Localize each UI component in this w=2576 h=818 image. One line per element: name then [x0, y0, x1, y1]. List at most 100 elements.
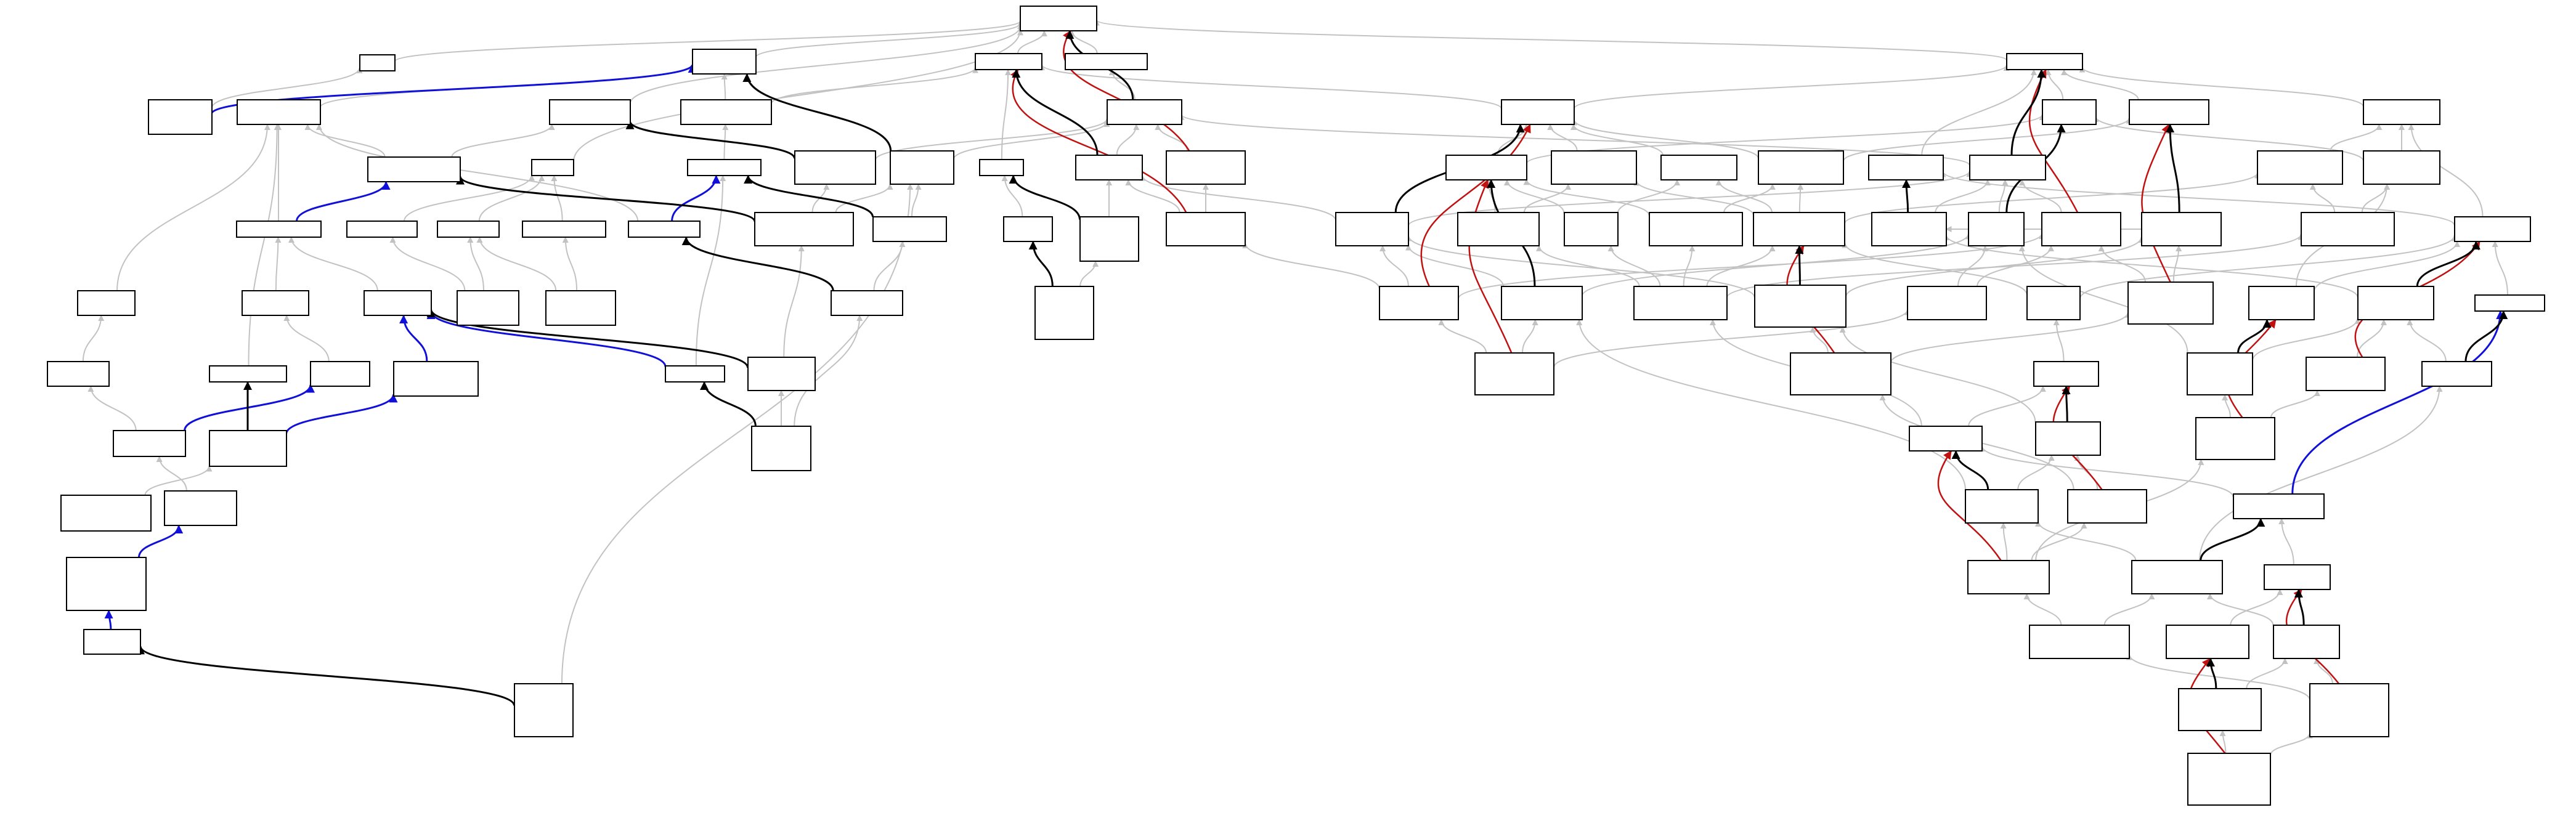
- go-term-negative-regulation-of-rna-metabolic-process[interactable]: negative regulationof RNA metabolicproce…: [2067, 489, 2147, 524]
- go-term-cellular-developmental-process[interactable]: cellular developmentalprocess: [680, 99, 772, 125]
- go-term-gene-expression[interactable]: gene expression: [2474, 294, 2545, 312]
- go-term-sensory-system-development[interactable]: sensory systemdevelopment: [242, 290, 309, 316]
- go-term-regulation-of-neurogenesis[interactable]: regulation ofneurogenesisZfishdmbx1admbx…: [751, 426, 811, 471]
- go-term-cellular-process[interactable]: cellular process: [975, 53, 1042, 70]
- go-term-midbrain-development[interactable]: midbrain developmentZfishdmbx1admbx1b: [60, 495, 152, 532]
- go-term-negative-regulation-of-macromolecule-biosynthetic-process[interactable]: negative regulationof macromoleculebiosy…: [2195, 417, 2275, 460]
- go-term-regulation-of-mitotic-cell-cycle[interactable]: regulation ofmitotic cellcycleZfishdmbx1…: [1034, 286, 1094, 340]
- go-term-rna-metabolic-process[interactable]: RNA metabolicprocess: [2033, 361, 2099, 387]
- go-term-cellular-nitrogen-compound-metabolic-process[interactable]: cellular nitrogencompound metabolicproce…: [1758, 150, 1844, 185]
- go-term-cell-development[interactable]: cell development: [628, 221, 701, 238]
- go-term-organic-substance-biosynthetic-process[interactable]: organic substancebiosyntheticprocess: [2363, 150, 2440, 185]
- go-term-regulation-of-primary-metabolic-process[interactable]: regulation ofprimary metabolicprocess: [1871, 212, 1947, 246]
- go-term-regulation-of-nucleic-acid-templated-transcription[interactable]: regulation ofnucleic acid-templatedtrans…: [2131, 560, 2223, 594]
- go-term-biological-regulation[interactable]: biological regulation: [1065, 53, 1148, 70]
- go-term-heterocycle-biosynthetic-process[interactable]: heterocyclebiosyntheticprocess: [1564, 212, 1619, 246]
- go-term-adult-locomotory-behavior[interactable]: adult locomotorybehaviorMouseDmbx1: [545, 290, 616, 326]
- go-term-transcription-by-rna-polymerase-ii[interactable]: transcriptionby RNA polymeraseII: [2166, 625, 2249, 659]
- go-term-retina-development-in-camera-type-eye[interactable]: retina developmentin camera-typeeyeZfish…: [66, 557, 147, 611]
- go-term-negative-regulation-of-rna-biosynthetic-process[interactable]: negative regulationof RNA biosyntheticpr…: [1967, 560, 2050, 594]
- go-term-negative-regulation-of-cellular-process[interactable]: negative regulationof cellularprocess: [1166, 212, 1246, 246]
- go-term-regulation-of-developmental-process[interactable]: regulation ofdevelopmentalprocess: [890, 150, 954, 185]
- go-term-adult-feeding-behavior[interactable]: adult feedingbehaviorMouseDmbx1: [457, 290, 519, 326]
- go-term-developmental-growth[interactable]: developmentalgrowthMouseDmbx1: [148, 99, 213, 135]
- go-term-nucleobase-containing-compound-metabolic-process[interactable]: nucleobase-containingcompound metabolicp…: [1753, 212, 1845, 246]
- go-term-negative-regulation-of-nucleobase-containing-compound-metabolic-process[interactable]: negative regulationof nucleobase-contain…: [1790, 352, 1891, 395]
- go-term-locomotory-behavior[interactable]: locomotory behavior: [522, 221, 606, 238]
- go-term-heterocycle-metabolic-process[interactable]: heterocyclemetabolic process: [1660, 155, 1737, 180]
- go-term-cell-differentiation[interactable]: cell differentiation: [687, 159, 762, 176]
- go-term-regulation-of-cell-cycle[interactable]: regulation ofcell cycleZfishdmbx1admbx1b: [1079, 216, 1139, 262]
- go-term-growth[interactable]: growth: [359, 54, 396, 71]
- go-term-camera-type-eye-development[interactable]: camera-typeeye developmentZfishdmbx1a: [164, 490, 237, 526]
- go-term-negative-regulation-of-biosynthetic-process[interactable]: negative regulationof biosyntheticproces…: [1907, 286, 1987, 320]
- go-term-negative-regulation-of-biological-process[interactable]: negative regulationof biologicalprocess: [1166, 150, 1246, 185]
- go-term-head-development[interactable]: head development: [209, 365, 287, 383]
- go-term-adult-behavior[interactable]: adult behavior: [437, 221, 500, 238]
- go-term-eye-development[interactable]: eye developmentZfishdmbx1a: [113, 430, 186, 457]
- go-term-negative-regulation-of-cellular-biosynthetic-process[interactable]: negative regulationof cellularbiosynthet…: [1474, 352, 1554, 395]
- go-term-regulation-of-multicellular-organismal-development[interactable]: regulation ofmulticellularorganismal dev…: [754, 212, 854, 246]
- go-term-cellular-aromatic-compound-metabolic-process[interactable]: cellular aromaticcompound metabolicproce…: [1551, 150, 1637, 185]
- go-term-regulation-of-dna-templated-transcription[interactable]: regulation ofDNA-templatedtranscription: [2273, 625, 2340, 659]
- go-term-negative-regulation-of-metabolic-process[interactable]: negative regulationof metabolicprocess: [2041, 212, 2121, 246]
- go-term-organic-substance-metabolic-process[interactable]: organic substancemetabolic process: [2363, 99, 2440, 125]
- go-term-regulation-of-nucleobase-containing-compound-metabolic-process[interactable]: regulation ofnucleobase-containingcompou…: [1754, 285, 1847, 328]
- go-term-negative-regulation-of-macromolecule-metabolic-process[interactable]: negative regulationof macromoleculemetab…: [2306, 357, 2386, 391]
- go-term-regulation-of-macromolecule-metabolic-process[interactable]: regulation ofmacromoleculemetabolic proc…: [2357, 286, 2434, 320]
- go-term-organic-cyclic-compound-biosynthetic-process[interactable]: organic cycliccompound biosyntheticproce…: [2301, 212, 2395, 246]
- go-term-regulation-of-cellular-metabolic-process[interactable]: regulation ofcellular metabolicprocess: [1335, 212, 1409, 246]
- go-term-cellular-biosynthetic-process[interactable]: cellular biosyntheticprocess: [1445, 155, 1527, 180]
- go-term-regulation-of-neural-retina-development[interactable]: regulation ofneural retinadevelopmentZfi…: [514, 683, 574, 737]
- go-term-multicellular-organismal-process[interactable]: multicellularorganismal process: [549, 99, 631, 125]
- go-term-cellular-metabolic-process[interactable]: cellular metabolicprocess: [1501, 99, 1575, 125]
- go-term-biosynthetic-process[interactable]: biosyntheticprocess: [2042, 99, 2097, 125]
- go-term-feeding-behavior[interactable]: feeding behavior: [346, 221, 418, 238]
- go-term-metabolic-process[interactable]: metabolic process: [2006, 53, 2083, 70]
- go-term-nervous-system-development[interactable]: nervous systemdevelopment: [364, 290, 432, 316]
- go-term-cell-cycle[interactable]: cell cycle: [979, 159, 1024, 176]
- go-term-regulation-of-biological-process[interactable]: regulation ofbiological process: [1107, 99, 1182, 125]
- go-term-mitotic-cell-cycle[interactable]: mitotic cellcycle: [1003, 216, 1053, 242]
- go-term-regulation-of-transcription-by-rna-polymerase-ii[interactable]: regulation oftranscriptionby RNA polymer…: [2178, 688, 2262, 731]
- go-term-regulation-of-rna-biosynthetic-process[interactable]: regulation ofRNA biosyntheticprocess: [1965, 489, 2039, 524]
- go-term-regulation-of-cellular-biosynthetic-process[interactable]: regulation ofcellular biosyntheticproces…: [1501, 286, 1583, 320]
- go-term-negative-regulation-of-nucleic-acid-templated-transcription[interactable]: negative regulationof nucleic acid-templ…: [2029, 625, 2130, 659]
- go-term-regulation-of-biosynthetic-process[interactable]: regulation ofbiosyntheticprocess: [1968, 212, 2025, 246]
- go-term-regulation-of-multicellular-organismal-process[interactable]: regulation ofmulticellularorganismal pro…: [794, 150, 876, 185]
- go-term-multicellular-organism-development[interactable]: multicellularorganism development: [367, 156, 461, 182]
- go-term-neural-retina-development[interactable]: neural retinadevelopment: [83, 629, 141, 655]
- go-term-neurogenesis[interactable]: neurogenesis: [665, 365, 725, 383]
- go-term-aromatic-compound-biosynthetic-process[interactable]: aromatic compoundbiosyntheticprocess: [1457, 212, 1540, 246]
- go-term-primary-metabolic-process[interactable]: primary metabolicprocess: [1868, 155, 1944, 180]
- go-term-brain-development[interactable]: brain developmentMouseDmbx1Zfishdmbx1a: [209, 430, 287, 467]
- go-term-regulation-of-metabolic-process[interactable]: regulation ofmetabolic process: [1969, 155, 2046, 180]
- go-term-nucleobase-containing-compound-biosynthetic-process[interactable]: nucleobase-containingcompound biosynthet…: [1633, 286, 1728, 320]
- go-term-dna-templated-transcription[interactable]: DNA-templatedtranscription: [2264, 564, 2331, 590]
- go-term-developmental-process[interactable]: developmentalprocess: [692, 49, 757, 75]
- go-term-animal-organ-development[interactable]: animal organdevelopment: [77, 290, 136, 316]
- go-term-regulation-of-cellular-process[interactable]: regulation ofcellular process: [1075, 155, 1143, 180]
- go-term-nucleic-acid-metabolic-process[interactable]: nucleic acidmetabolicprocess: [2026, 286, 2081, 320]
- go-term-behavior[interactable]: behavior: [531, 159, 574, 176]
- go-term-regulation-of-cell-differentiation[interactable]: regulation ofcell differentiation: [872, 216, 947, 242]
- go-term-regulation-of-nitrogen-compound-metabolic-process[interactable]: regulation ofnitrogen compoundmetabolic …: [2141, 212, 2222, 246]
- go-term-anatomical-structure-development[interactable]: anatomical structuredevelopment: [237, 99, 321, 125]
- go-term-rna-biosynthetic-process[interactable]: RNA biosyntheticprocess: [1909, 426, 1983, 452]
- go-term-nucleic-acid-templated-transcription[interactable]: nucleic acid-templatedtranscription: [2233, 493, 2325, 519]
- go-term-regulation-of-cell-development[interactable]: regulation ofcell development: [831, 290, 903, 316]
- go-term-organic-cyclic-compound-metabolic-process[interactable]: organic cycliccompound metabolicprocess: [2257, 150, 2343, 185]
- go-term-regulation-of-macromolecule-biosynthetic-process[interactable]: regulation ofmacromoleculebiosyntheticpr…: [2187, 352, 2253, 395]
- go-term-macromolecule-metabolic-process[interactable]: macromoleculemetabolic process: [2454, 216, 2531, 242]
- go-term-regulation-of-gene-expression[interactable]: regulation ofgene expression: [2421, 361, 2492, 387]
- go-term-macromolecule-biosynthetic-process[interactable]: macromoleculebiosyntheticprocess: [2248, 286, 2315, 320]
- go-term-central-nervous-system-development[interactable]: central nervoussystem developmentMouseDm…: [393, 361, 479, 397]
- go-term-negative-regulation-of-dna-templated-transcription[interactable]: negative regulationof DNA-templatedtrans…: [2309, 683, 2389, 737]
- go-term-nitrogen-compound-metabolic-process[interactable]: nitrogen compoundmetabolic process: [2129, 99, 2209, 125]
- go-term-system-development[interactable]: system development: [236, 221, 322, 238]
- go-term-negative-regulation-of-transcription-by-rna-polymerase-ii[interactable]: negative regulationof transcriptionby RN…: [2187, 753, 2271, 806]
- go-term-negative-regulation-of-nitrogen-compound-metabolic-process[interactable]: negative regulationof nitrogencompound m…: [2127, 281, 2214, 325]
- go-term-visual-system-development[interactable]: visual systemdevelopment: [310, 361, 370, 387]
- go-term-biological-process[interactable]: Biological ProcessDmbx1: [1020, 6, 1097, 31]
- go-term-regulation-of-rna-metabolic-process[interactable]: regulation ofRNA metabolicprocess: [2035, 421, 2101, 456]
